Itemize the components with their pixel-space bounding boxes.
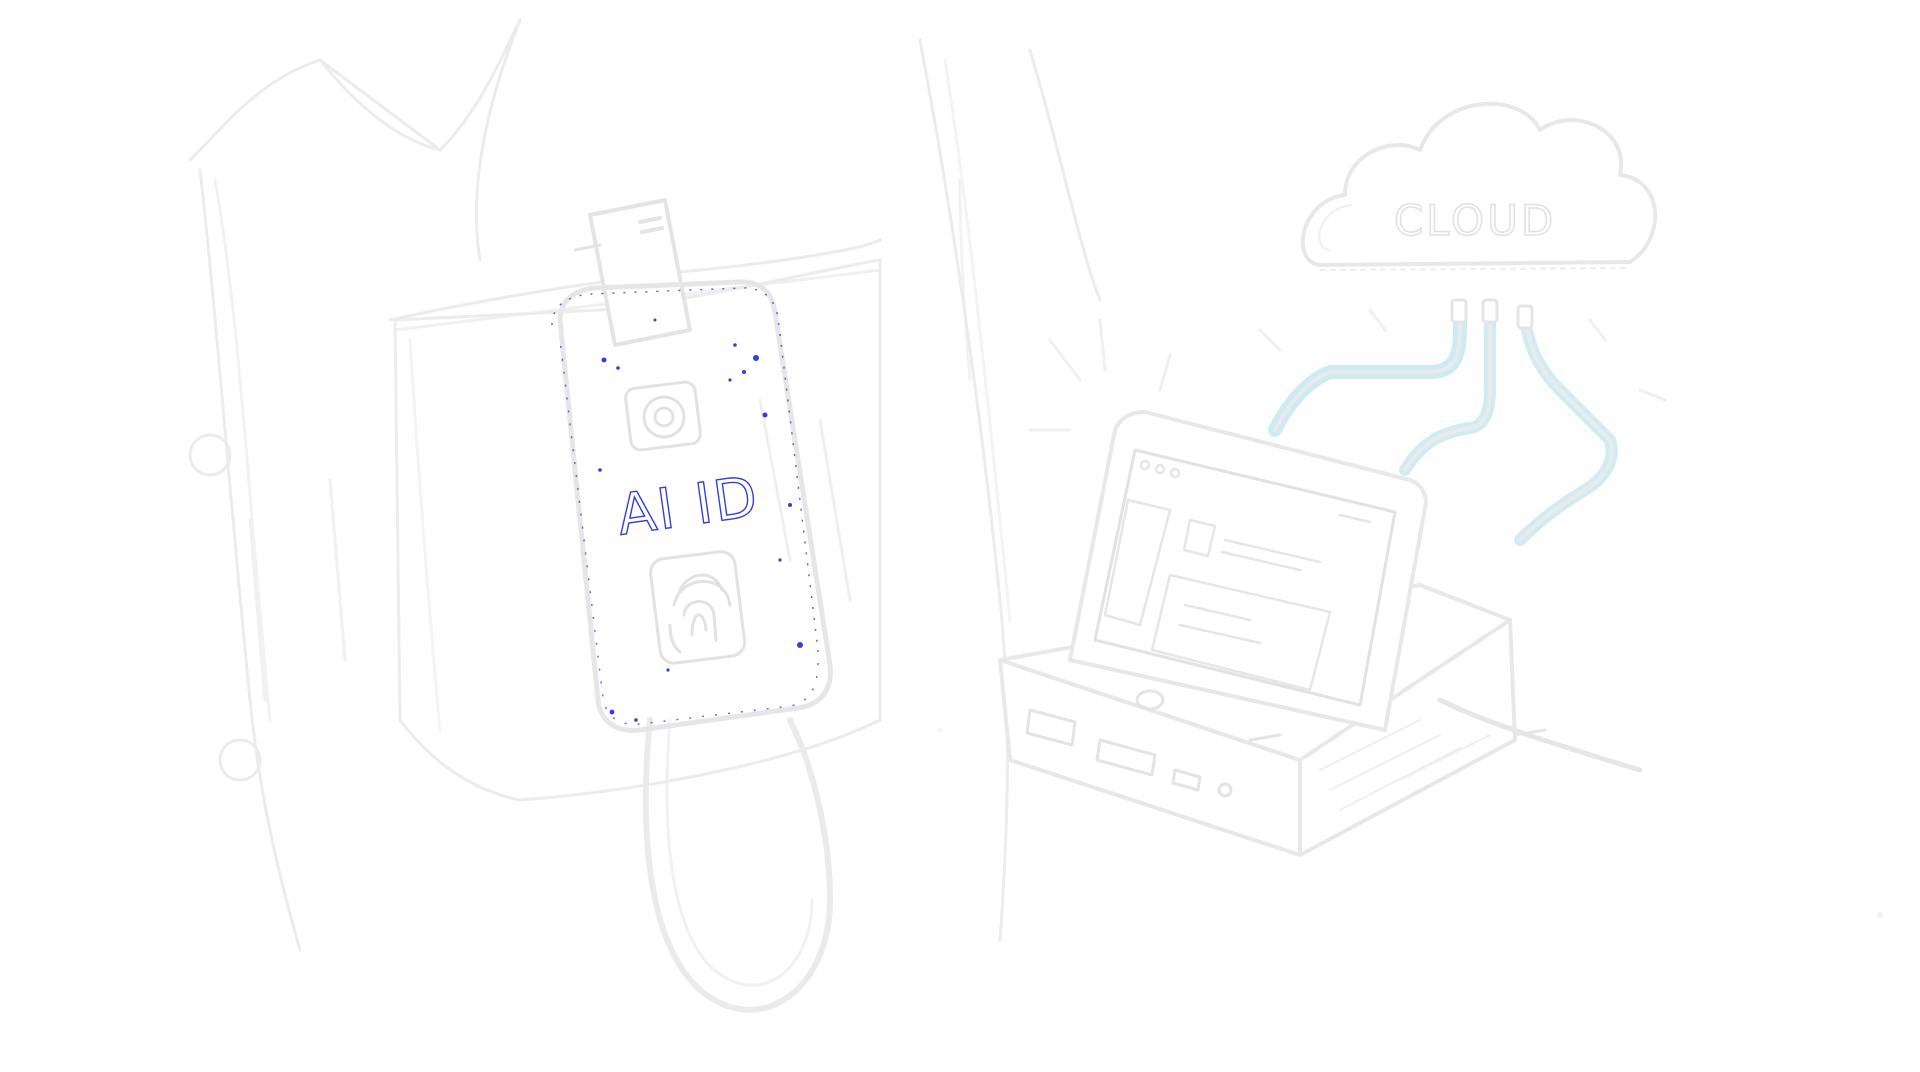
cloud-label: CLOUD	[1394, 196, 1556, 245]
badge-card-outline	[557, 279, 833, 733]
badge-label: AI ID	[613, 464, 763, 548]
network-cables	[1268, 298, 1618, 546]
docking-device	[998, 410, 1643, 857]
lanyard-strap	[642, 717, 833, 1013]
power-cord	[1437, 697, 1643, 773]
shirt-sketch	[188, 18, 1102, 952]
badge-accent-speckles	[598, 318, 803, 722]
fingerprint-icon	[649, 550, 747, 665]
badge-clip	[573, 198, 692, 347]
ai-id-badge: AI ID	[551, 279, 833, 733]
connection-rays	[1028, 308, 1667, 432]
cloud-icon: CLOUD	[1300, 101, 1658, 271]
power-button-icon	[1135, 689, 1165, 711]
dock-ports	[1025, 708, 1282, 798]
camera-lens-icon	[624, 380, 702, 452]
background-specks	[938, 728, 1883, 918]
